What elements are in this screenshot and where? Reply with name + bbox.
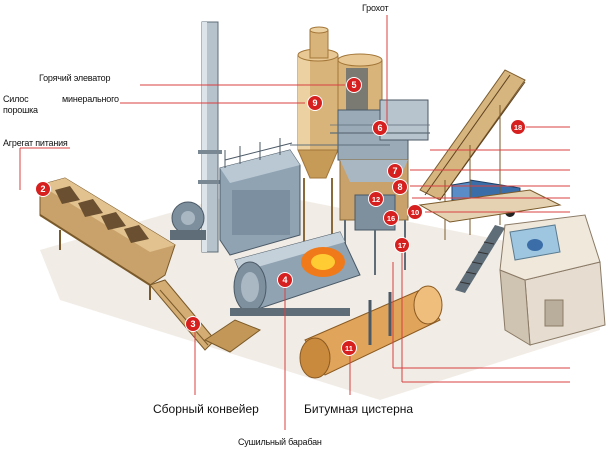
marker-5: 5: [346, 77, 362, 93]
marker-number: 12: [372, 195, 380, 204]
label-silo-line2: порошка: [3, 105, 38, 115]
label-feed-unit: Агрегат питания: [3, 138, 68, 148]
ground-shadow: [40, 190, 600, 400]
marker-7: 7: [387, 163, 403, 179]
marker-circle: [407, 204, 423, 220]
marker-2: 2: [35, 181, 51, 197]
label-collecting-conveyor: Сборный конвейер: [153, 402, 259, 416]
marker-number: 8: [397, 182, 402, 192]
marker-18: 18: [510, 119, 526, 135]
marker-number: 5: [351, 80, 356, 90]
marker-number: 3: [190, 319, 195, 329]
label-silo-line1: Силос: [3, 94, 29, 104]
marker-circle: [387, 163, 403, 179]
marker-group: 2 3 4 5 6 78 9 10 11 12 16 17 18: [35, 77, 526, 356]
marker-number: 7: [392, 166, 397, 176]
marker-circle: [341, 340, 357, 356]
marker-circle: [510, 119, 526, 135]
marker-9: 9: [307, 95, 323, 111]
marker-circle: [277, 272, 293, 288]
marker-circle: [185, 316, 201, 332]
marker-11: 11: [341, 340, 357, 356]
marker-circle: [307, 95, 323, 111]
label-screen: Грохот: [362, 3, 389, 13]
marker-number: 17: [398, 241, 406, 250]
marker-number: 18: [514, 123, 522, 132]
marker-circle: [35, 181, 51, 197]
label-silo-line1b: минерального: [62, 94, 119, 104]
marker-circle: [368, 191, 384, 207]
marker-circle: [392, 179, 408, 195]
marker-10: 10: [407, 204, 423, 220]
marker-number: 6: [377, 123, 382, 133]
bitumen-tank-shape: [299, 285, 443, 379]
marker-8: 8: [392, 179, 408, 195]
marker-17: 17: [394, 237, 410, 253]
dust-collector: [170, 138, 301, 256]
marker-circle: [372, 120, 388, 136]
marker-3: 3: [185, 316, 201, 332]
marker-circle: [346, 77, 362, 93]
storage-conveyor: [418, 69, 562, 240]
marker-16: 16: [383, 210, 399, 226]
marker-6: 6: [372, 120, 388, 136]
label-bitumen-tank: Битумная цистерна: [304, 402, 414, 416]
chimney: [198, 21, 222, 253]
control-building: [499, 214, 606, 346]
leader-lines: [19, 15, 570, 430]
marker-number: 10: [411, 208, 419, 217]
feed-unit: [39, 177, 176, 300]
label-drying-drum: Сушильный барабан: [238, 437, 322, 447]
drying-drum: [230, 231, 361, 316]
marker-circle: [383, 210, 399, 226]
stairs: [455, 225, 505, 293]
marker-number: 16: [387, 214, 395, 223]
marker-12: 12: [368, 191, 384, 207]
marker-circle: [394, 237, 410, 253]
marker-number: 4: [282, 275, 287, 285]
marker-4: 4: [277, 272, 293, 288]
marker-number: 9: [312, 98, 317, 108]
marker-number: 11: [345, 344, 353, 353]
label-hot-elevator: Горячий элеватор: [39, 73, 111, 83]
marker-number: 2: [40, 184, 45, 194]
